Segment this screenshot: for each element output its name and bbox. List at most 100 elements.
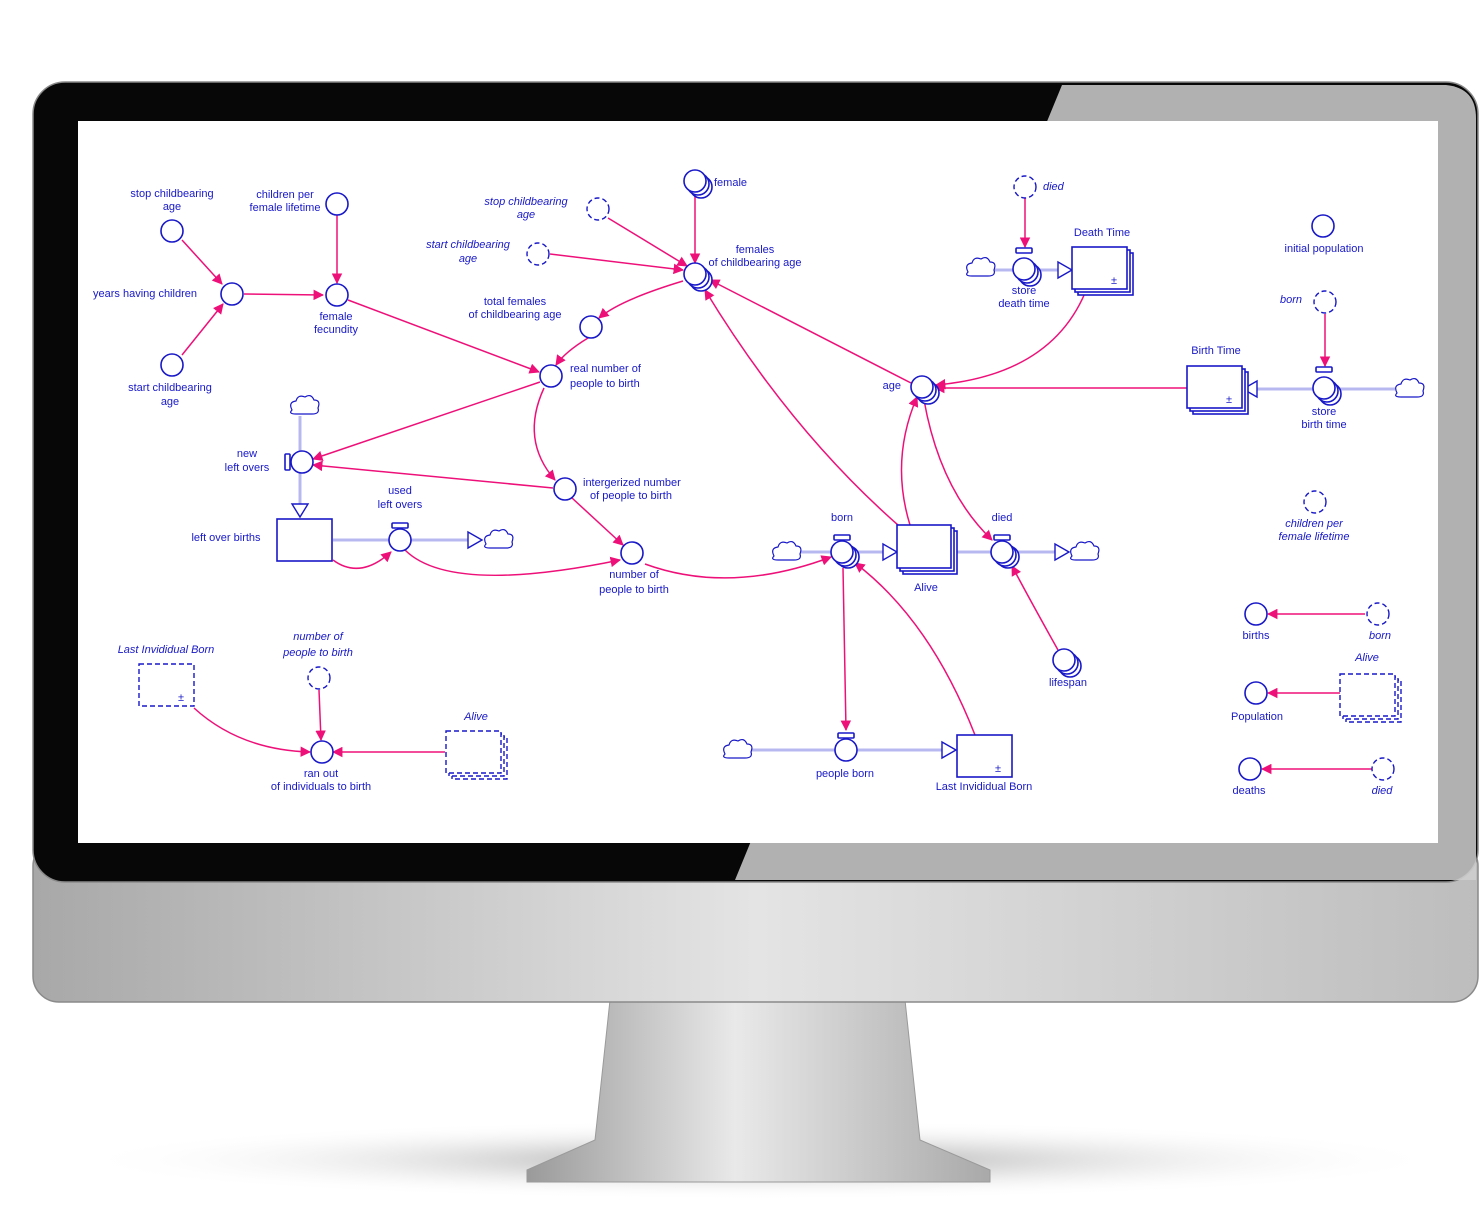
ghost-aux-children-per-female-lifetime[interactable] — [1303, 490, 1327, 514]
flow-used-left-overs[interactable] — [388, 522, 412, 552]
flow-arrowhead — [941, 740, 958, 760]
auxiliaries — [160, 169, 1395, 781]
flow-arrowhead — [1057, 260, 1074, 280]
plus-minus-icon: ± — [1226, 394, 1232, 406]
label-death-time: Death Time — [1074, 227, 1130, 239]
aux-start-childbearing-age[interactable] — [160, 353, 184, 377]
label-born-flow: born — [831, 512, 853, 524]
aux-years-having-children[interactable] — [220, 282, 244, 306]
flow-arrowhead — [1241, 379, 1258, 399]
ghost-aux-born-top[interactable] — [1313, 290, 1337, 314]
aux-births[interactable] — [1244, 602, 1268, 626]
aux-lifespan[interactable] — [1052, 648, 1082, 678]
aux-number-of-people-to-birth[interactable] — [620, 541, 644, 565]
label-lifespan: lifespan — [1049, 677, 1087, 689]
ghost-aux-stop-childbearing-age[interactable] — [586, 197, 610, 221]
stock-marks: ± ± ± ± — [178, 275, 1232, 775]
flow-born[interactable] — [830, 534, 860, 569]
aux-age[interactable] — [910, 375, 940, 405]
stock-last-invididual-born[interactable] — [956, 734, 1013, 778]
ghost-aux-start-childbearing-age[interactable] — [526, 242, 550, 266]
label-left-over-births: left over births — [191, 532, 261, 544]
flow-arrowheads — [290, 260, 1258, 760]
label-ghost-alive-left: Alive — [463, 711, 488, 723]
ghost-aux-born[interactable] — [1366, 602, 1390, 626]
flow-arrowhead — [290, 503, 310, 519]
label-died-flow: died — [992, 512, 1013, 524]
stock-death-time[interactable] — [1071, 246, 1134, 296]
aux-female-fecundity[interactable] — [325, 283, 349, 307]
stock-birth-time[interactable] — [1186, 365, 1249, 415]
label-population: Population — [1231, 711, 1283, 723]
flow-died[interactable] — [990, 534, 1020, 569]
label-birth-time: Birth Time — [1191, 345, 1241, 357]
plus-minus-icon: ± — [1111, 275, 1117, 287]
aux-females-of-childbearing-age[interactable] — [683, 262, 713, 292]
flow-new-left-overs[interactable] — [284, 450, 314, 474]
ghost-stock-last-invididual-born[interactable] — [138, 663, 195, 707]
label-ghost-died-top: died — [1043, 181, 1065, 193]
label-years-having-children: years having children — [93, 288, 197, 300]
label-female: female — [714, 177, 747, 189]
aux-initial-population[interactable] — [1311, 214, 1335, 238]
aux-stop-childbearing-age[interactable] — [160, 219, 184, 243]
ghost-stock-alive-right[interactable] — [1339, 673, 1402, 723]
flow-arrowhead — [882, 542, 899, 562]
ghost-stock-alive-left[interactable] — [445, 730, 508, 780]
ghost-aux-number-of-people[interactable] — [307, 666, 331, 690]
plus-minus-icon: ± — [995, 763, 1001, 775]
aux-real-number[interactable] — [539, 364, 563, 388]
aux-intergerized-number[interactable] — [553, 477, 577, 501]
label-initial-population: initial population — [1285, 243, 1364, 255]
label-last-invididual-born: Last Invididual Born — [936, 781, 1033, 793]
label-ghost-alive-right: Alive — [1354, 652, 1379, 664]
stock-left-over-births[interactable] — [276, 518, 333, 562]
aux-children-per-female-lifetime[interactable] — [325, 192, 349, 216]
label-ghost-died: died — [1372, 785, 1394, 797]
monitor-stand — [526, 999, 991, 1183]
aux-ran-out[interactable] — [310, 740, 334, 764]
label-deaths: deaths — [1232, 785, 1266, 797]
monitor — [32, 81, 1479, 1200]
flow-store-death-time[interactable] — [1012, 247, 1042, 287]
flow-store-birth-time[interactable] — [1312, 366, 1342, 406]
flow-arrowhead — [1054, 542, 1071, 562]
aux-female[interactable] — [683, 169, 713, 199]
flow-arrowhead — [467, 530, 484, 550]
aux-deaths[interactable] — [1238, 757, 1262, 781]
label-ghost-last-invididual-born: Last Invididual Born — [118, 644, 215, 656]
ghost-aux-died-top[interactable] — [1013, 175, 1037, 199]
stock-alive[interactable] — [896, 524, 958, 575]
label-age: age — [883, 380, 901, 392]
flow-valves — [284, 247, 1342, 762]
monitor-screen — [78, 121, 1438, 843]
aux-population[interactable] — [1244, 681, 1268, 705]
causal-links — [181, 195, 1372, 775]
label-people-born: people born — [816, 768, 874, 780]
plus-minus-icon: ± — [178, 692, 184, 704]
stocks — [138, 246, 1402, 780]
aux-total-females[interactable] — [579, 315, 603, 339]
ghost-aux-died[interactable] — [1371, 757, 1395, 781]
label-alive: Alive — [914, 582, 938, 594]
flow-people-born[interactable] — [834, 732, 858, 762]
